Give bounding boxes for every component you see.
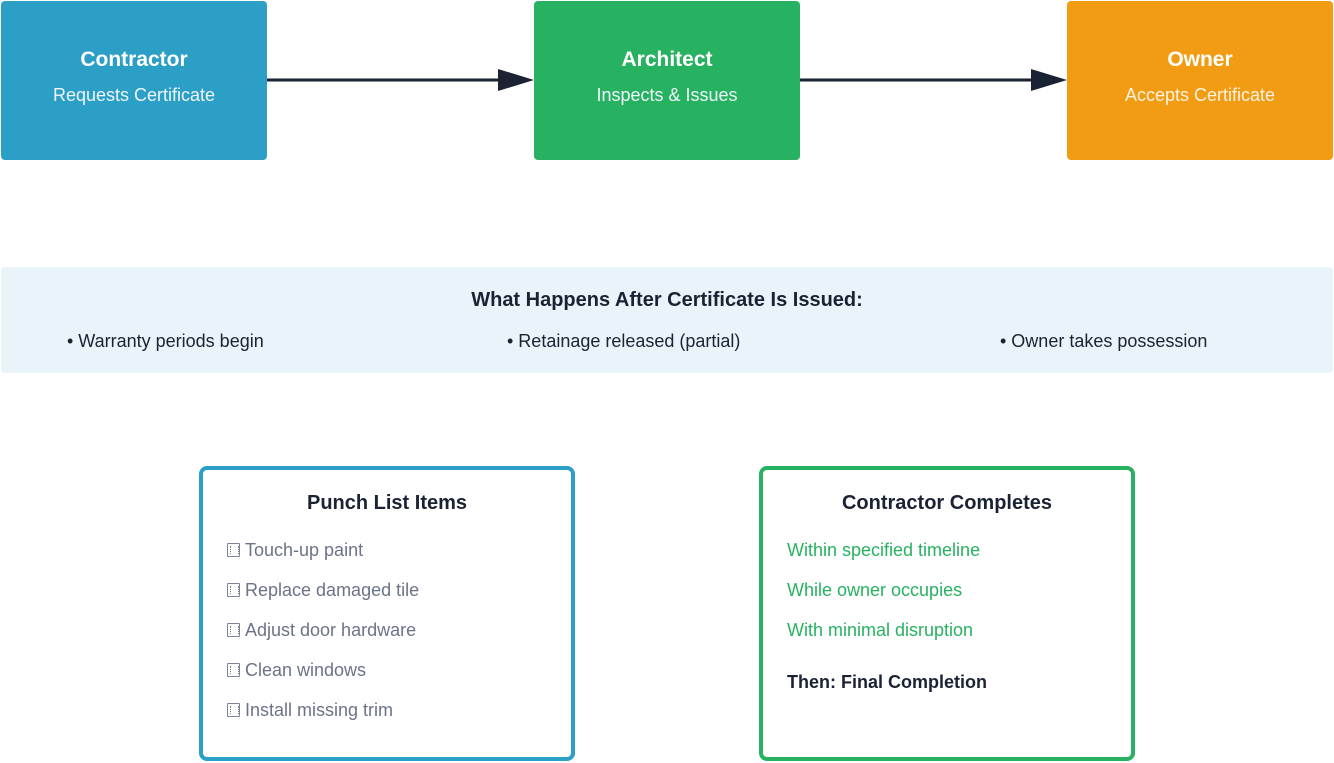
punch-list-item: Touch-up paint xyxy=(227,540,363,561)
architect-step-subtitle: Inspects & Issues xyxy=(596,85,738,105)
completion-condition: While owner occupies xyxy=(787,580,963,600)
arrow-architect-to-owner xyxy=(800,69,1067,91)
arrow-contractor-to-architect xyxy=(267,69,534,91)
owner-step-box: Owner Accepts Certificate xyxy=(1067,1,1333,160)
final-completion-label: Then: Final Completion xyxy=(787,672,987,692)
contractor-step-subtitle: Requests Certificate xyxy=(52,85,216,105)
after-certificate-panel: What Happens After Certificate Is Issued… xyxy=(1,267,1333,373)
punch-list-item: Replace damaged tile xyxy=(227,580,419,601)
checkbox-icon xyxy=(227,663,240,677)
punch-list-item-label: Touch-up paint xyxy=(245,540,364,560)
bullet-retainage: • Retainage released (partial) xyxy=(507,331,741,351)
punch-list-item-label: Install missing trim xyxy=(245,700,394,720)
bullet-possession: • Owner takes possession xyxy=(1000,331,1208,351)
checkbox-icon xyxy=(227,583,240,597)
punch-list-item-label: Adjust door hardware xyxy=(245,620,417,640)
contractor-step-title: Contractor xyxy=(80,48,188,71)
architect-step-title: Architect xyxy=(621,48,713,71)
owner-step-subtitle: Accepts Certificate xyxy=(1124,85,1276,105)
completion-condition: With minimal disruption xyxy=(787,620,974,640)
punch-list-item: Install missing trim xyxy=(227,700,393,721)
contractor-completes-title: Contractor Completes xyxy=(841,492,1053,514)
contractor-completes-card: Contractor Completes Within specified ti… xyxy=(759,466,1135,761)
punch-list-item-label: Clean windows xyxy=(245,660,367,680)
after-certificate-title: What Happens After Certificate Is Issued… xyxy=(471,289,863,311)
punch-list-item: Clean windows xyxy=(227,660,366,681)
owner-step-title: Owner xyxy=(1167,48,1233,71)
bullet-warranty: • Warranty periods begin xyxy=(67,331,264,351)
completion-condition: Within specified timeline xyxy=(787,540,981,560)
contractor-step-box: Contractor Requests Certificate xyxy=(1,1,267,160)
punch-list-title: Punch List Items xyxy=(306,492,468,514)
architect-step-box: Architect Inspects & Issues xyxy=(534,1,800,160)
checkbox-icon xyxy=(227,543,240,557)
punch-list-item-label: Replace damaged tile xyxy=(245,580,420,600)
checkbox-icon xyxy=(227,623,240,637)
checkbox-icon xyxy=(227,703,240,717)
punch-list-item: Adjust door hardware xyxy=(227,620,416,641)
punch-list-card: Punch List Items Touch-up paint Replace … xyxy=(199,466,575,761)
